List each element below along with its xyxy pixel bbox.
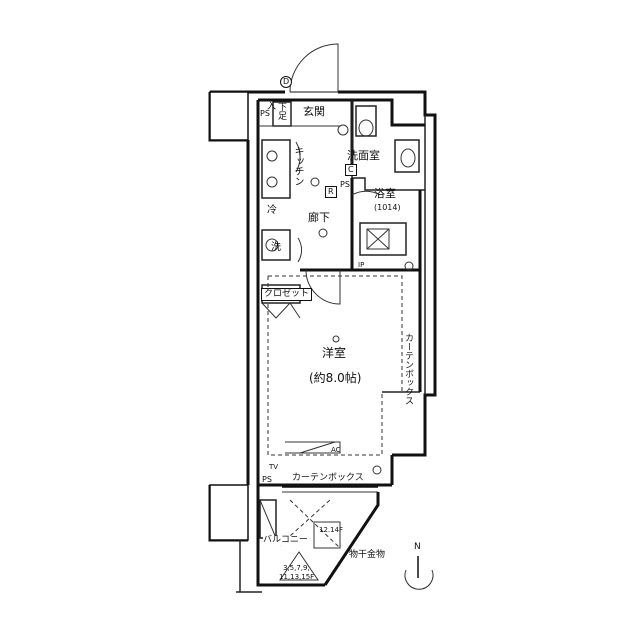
curtain-box-right-label: カーテンボックス [403,333,413,405]
drying-hardware-label: 物干金物 [349,550,386,560]
entrance-door-swing [289,43,339,93]
room-dash-top [268,275,403,392]
light-hall [318,228,328,238]
light-genkan [337,124,349,136]
outlet-room [372,465,382,475]
genkan-label: 玄関 [303,105,325,118]
floors-note-2: 11,13,15F [279,573,315,581]
closet-doors [261,302,301,319]
north-arrow-arc [404,569,434,590]
room-dash-left [267,276,383,456]
light-room [332,335,340,343]
kitchen-door-swing [295,141,301,173]
left-neighbour-block-lower [209,484,249,541]
western-room-label: 洋室 [322,346,347,360]
floors-note-1: 3,5,7,9, [283,564,310,572]
bath-outline [350,178,422,272]
bathtub-x2 [366,228,390,250]
bathroom-label: 浴室 [374,187,396,200]
d-marker: D [280,76,293,88]
bathroom-size: (1014) [374,203,401,212]
outlet-room-top [404,261,414,271]
light-kitchen [310,177,320,187]
closet-label: クロゼット [261,288,313,301]
balcony-diagonal-wall [323,492,380,586]
tv-marker: TV [269,463,279,471]
balcony-dash-2 [279,499,331,546]
evac-ladder [279,551,319,581]
ps-marker-mid: PS [340,180,350,189]
hallway-label: 廊下 [308,211,330,224]
shoe-label-2: 入 [265,101,275,110]
kitchen-counter [261,139,291,199]
western-room-size: (約8.0帖) [309,371,362,385]
ac-marker: AC [331,446,341,454]
balcony-label: バルコニー [263,535,308,545]
ps-marker-bottom: PS [262,475,272,484]
c-marker: C [345,164,357,176]
washer-door-swing [297,237,302,263]
evac-hatch [313,521,341,549]
balcony-unit-x [259,499,277,539]
bathtub-inner [366,228,390,250]
toilet-bowl [358,119,374,137]
washer-space [261,229,291,261]
shoe-label-1: 下足 [276,102,286,120]
ip-marker: IP [358,261,365,269]
right-exterior-wall [338,90,437,457]
washer-drum [265,238,279,252]
left-neighbour-block [209,91,249,141]
r-marker: R [325,186,337,198]
balcony-left-wall [256,485,325,587]
washroom-label: 洗面室 [347,149,380,162]
ac-unit [285,441,341,454]
shoe-label: 下足 [276,102,286,123]
hatch-note: 12.14F [319,526,344,534]
washer-label: 洗 [271,242,281,253]
burner-2 [266,176,278,188]
washroom-bath-divider [351,100,425,191]
bathtub [359,222,407,256]
kitchen-label: キッチン [292,146,303,186]
fridge-label: 冷 [267,205,277,216]
washbasin-bowl [400,148,416,168]
curtain-box-bottom-label: カーテンボックス [292,473,364,483]
balcony-dash-1 [289,499,341,549]
north-label: N [414,542,421,552]
washbasin [394,139,420,173]
ps-marker-top: PS [260,109,270,118]
ac-diagonal [299,441,336,454]
burner-1 [266,150,278,162]
toilet-box [355,105,377,137]
washroom-top-wall [352,98,425,127]
bath-door-swing [351,190,381,196]
